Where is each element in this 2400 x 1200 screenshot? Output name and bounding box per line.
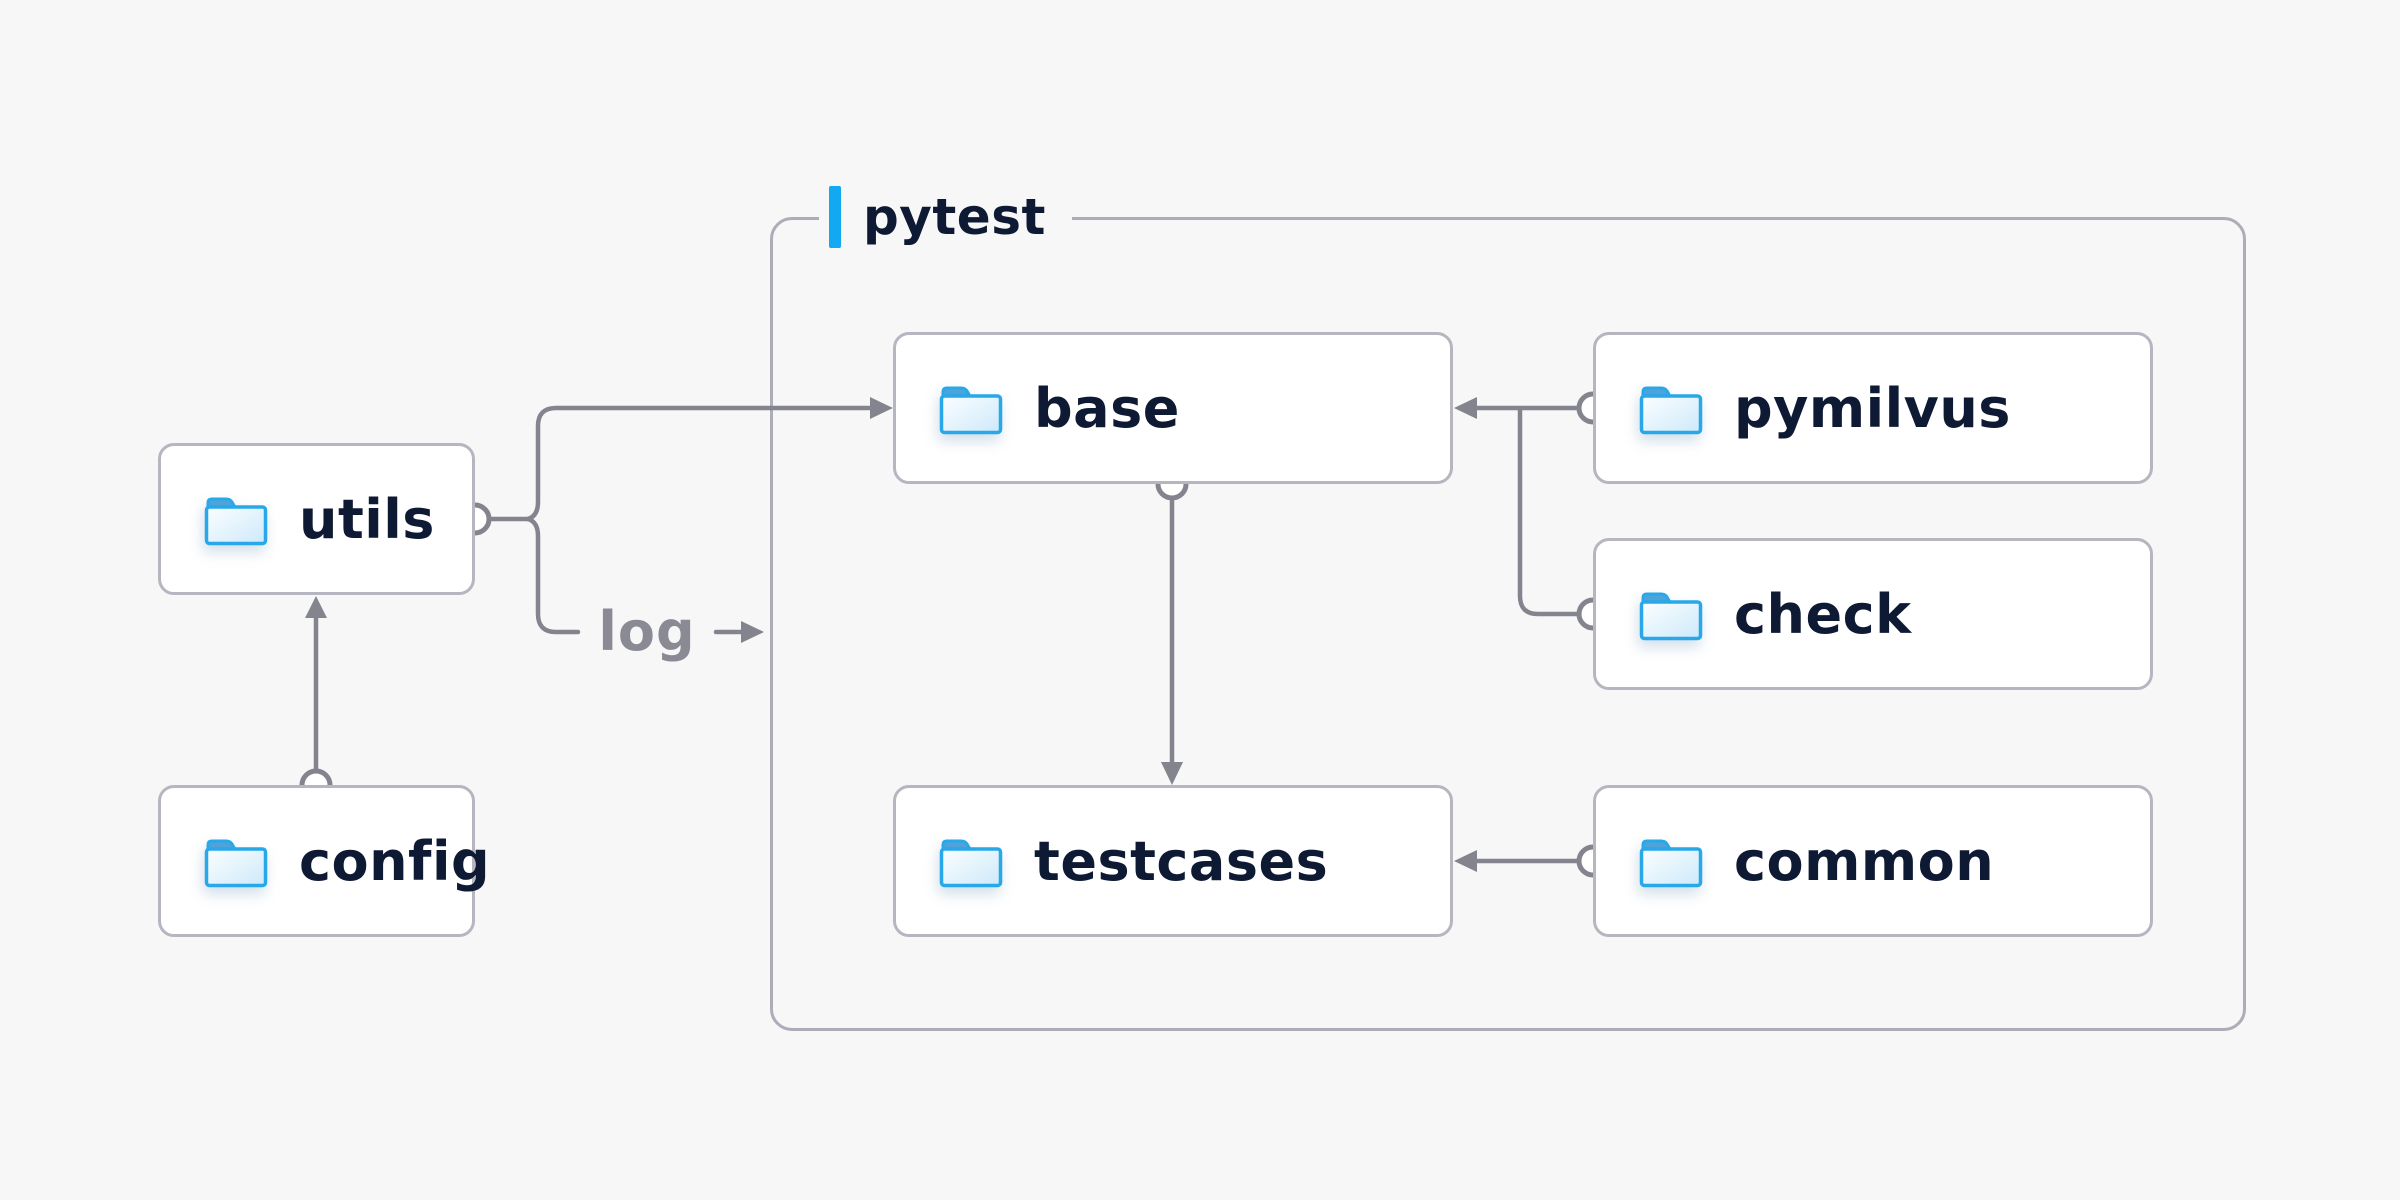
node-utils: utils — [158, 443, 475, 595]
node-check: check — [1593, 538, 2153, 690]
folder-icon — [204, 839, 268, 888]
pytest-group-label: pytest — [819, 186, 1072, 248]
folder-icon — [1639, 839, 1703, 888]
node-label: base — [1034, 376, 1180, 440]
group-title: pytest — [863, 188, 1046, 246]
node-base: base — [893, 332, 1453, 484]
node-label: config — [299, 829, 491, 893]
folder-icon — [1639, 386, 1703, 435]
edge-config-utils — [305, 596, 327, 774]
edge-label-log: log — [598, 600, 696, 663]
arrowhead — [305, 596, 327, 618]
node-label: testcases — [1034, 829, 1329, 893]
folder-icon — [939, 386, 1003, 435]
folder-icon — [204, 497, 268, 546]
node-label: utils — [299, 487, 435, 551]
node-label: pymilvus — [1734, 376, 2011, 440]
node-pymilvus: pymilvus — [1593, 332, 2153, 484]
node-testcases: testcases — [893, 785, 1453, 937]
arrowhead — [741, 621, 764, 643]
folder-icon — [1639, 592, 1703, 641]
node-common: common — [1593, 785, 2153, 937]
node-label: check — [1734, 582, 1912, 646]
label-accent-bar — [829, 186, 841, 248]
node-label: common — [1734, 829, 1995, 893]
folder-icon — [939, 839, 1003, 888]
node-config: config — [158, 785, 490, 937]
pytest-group: pytest — [770, 186, 2246, 1031]
